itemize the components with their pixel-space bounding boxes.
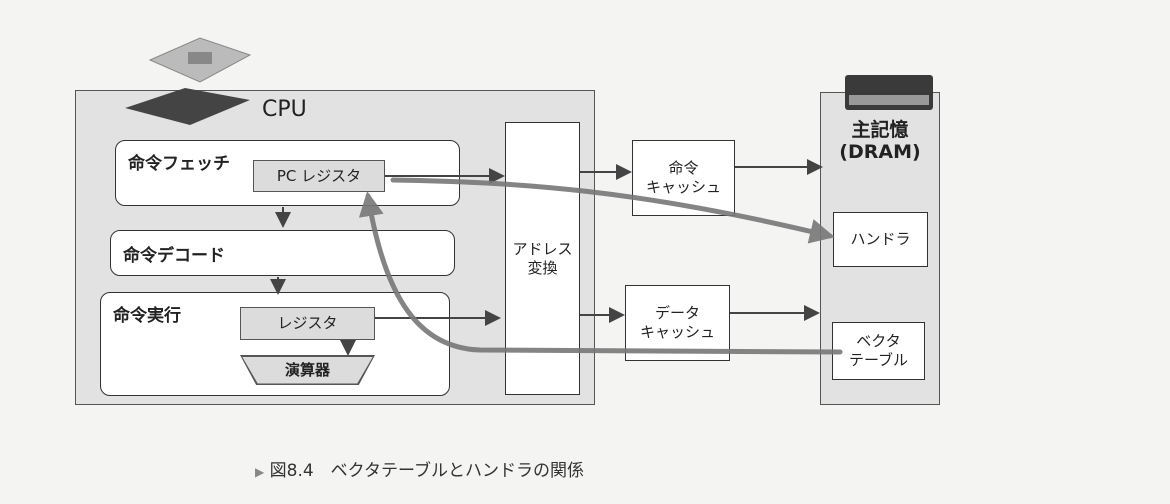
instruction-cache-line1: 命令 (668, 159, 699, 178)
pc-register: PC レジスタ (253, 160, 385, 192)
handler: ハンドラ (833, 212, 928, 267)
vector-table-line1: ベクタ (856, 332, 901, 351)
cpu-title: CPU (262, 97, 307, 122)
fetch-label: 命令フェッチ (128, 154, 230, 174)
register: レジスタ (240, 307, 375, 340)
caption-marker: ▶ (255, 465, 265, 479)
alu-outline: 演算器 (240, 355, 375, 385)
vector-table: ベクタ テーブル (832, 322, 925, 380)
caption-text: 図8.4 ベクタテーブルとハンドラの関係 (269, 461, 584, 481)
memory-subtitle: (DRAM) (839, 140, 921, 163)
decode-label: 命令デコード (123, 246, 225, 266)
main-memory-title: 主記憶 (DRAM) (820, 119, 940, 164)
execute-label: 命令実行 (113, 306, 181, 326)
alu: 演算器 (242, 356, 373, 384)
dram-icon (845, 75, 933, 110)
figure-caption: ▶ 図8.4 ベクタテーブルとハンドラの関係 (255, 456, 584, 481)
vector-table-line2: テーブル (848, 351, 909, 369)
memory-title: 主記憶 (851, 119, 909, 141)
